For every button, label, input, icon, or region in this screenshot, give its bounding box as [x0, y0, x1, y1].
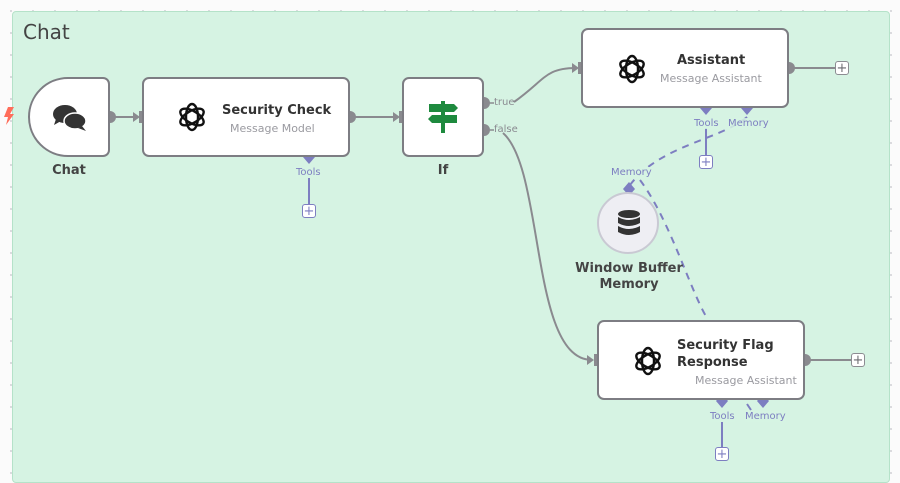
connection-if-false-flag — [502, 132, 593, 361]
chat-trigger-node[interactable] — [28, 77, 110, 157]
chat-node-label: Chat — [52, 163, 86, 178]
node-title-line2: Response — [677, 355, 748, 370]
node-subtitle: Message Assistant — [660, 72, 762, 85]
tools-port-label: Tools — [694, 118, 719, 129]
arrow-head — [587, 355, 594, 365]
add-tool-button[interactable]: + — [699, 154, 713, 170]
window-buffer-memory-node[interactable] — [597, 192, 659, 254]
memory-connection-flag-tail — [746, 403, 752, 411]
signpost-icon — [428, 101, 458, 133]
memory-port-label: Memory — [745, 411, 786, 422]
input-handle-if — [399, 111, 404, 123]
node-subtitle: Message Assistant — [695, 374, 797, 387]
arrow-head — [572, 63, 579, 73]
node-title: Security Check — [222, 103, 332, 118]
false-branch-label: false — [494, 124, 518, 135]
wbm-label-line2: Memory — [599, 277, 659, 292]
arrow-head — [393, 112, 400, 122]
add-node-button[interactable]: + — [851, 352, 865, 368]
input-handle-flag — [594, 354, 599, 366]
node-subtitle: Message Model — [230, 122, 315, 135]
tools-port-label: Tools — [710, 411, 735, 422]
arrow-head — [133, 112, 140, 122]
security-check-node[interactable]: Security Check Message Model — [142, 77, 350, 157]
openai-icon — [179, 102, 205, 132]
add-tool-button[interactable]: + — [715, 446, 729, 462]
security-flag-response-node[interactable]: Security Flag Response Message Assistant — [597, 320, 805, 400]
openai-icon — [635, 346, 661, 376]
true-branch-label: true — [494, 97, 515, 108]
memory-port-label: Memory — [728, 118, 769, 129]
if-node[interactable] — [402, 77, 484, 157]
node-title-line1: Security Flag — [677, 338, 774, 353]
chat-bubbles-icon — [53, 105, 87, 131]
connection-if-true-assistant — [513, 67, 577, 103]
input-handle-security — [139, 111, 144, 123]
openai-icon — [619, 54, 645, 84]
tools-port-label: Tools — [296, 167, 321, 178]
assistant-node[interactable]: Assistant Message Assistant — [581, 28, 789, 108]
database-icon — [618, 210, 640, 235]
add-node-button[interactable]: + — [835, 60, 849, 76]
wbm-label-line1: Window Buffer — [575, 261, 683, 276]
input-handle-assistant — [578, 62, 583, 74]
memory-port-label: Memory — [611, 167, 652, 178]
node-title: Assistant — [677, 53, 746, 68]
if-node-label: If — [437, 163, 449, 178]
trigger-bolt-icon — [4, 107, 14, 125]
group-title: Chat — [23, 20, 70, 44]
add-tool-button[interactable]: + — [302, 203, 316, 219]
memory-connection-flag — [639, 179, 708, 319]
